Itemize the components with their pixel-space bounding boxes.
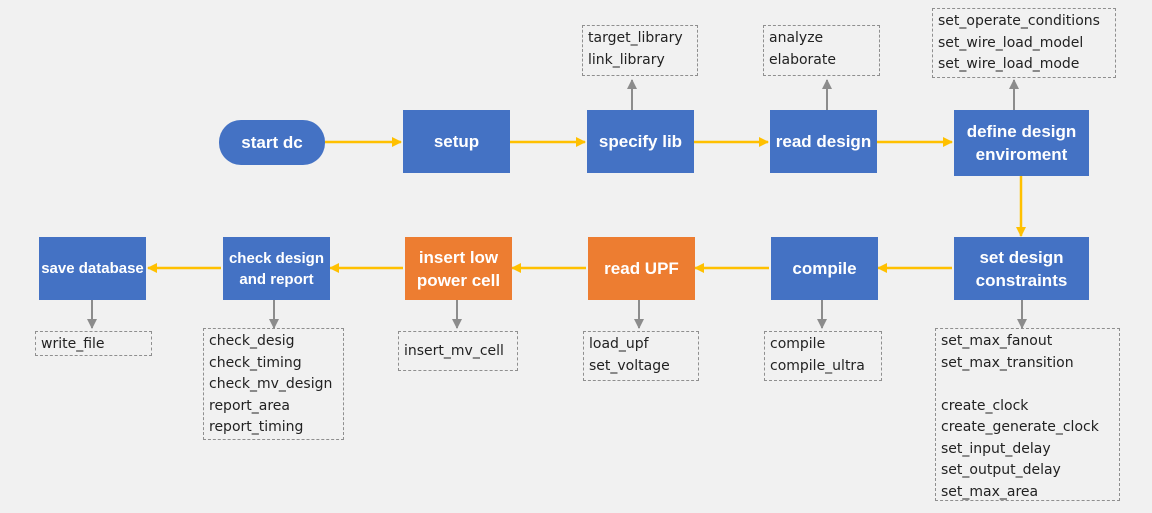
command-item: load_upf — [589, 336, 649, 352]
node-specify-lib: specify lib — [587, 110, 694, 173]
node-set-design-constraints: set design constraints — [954, 237, 1089, 300]
command-item: set_max_transition — [941, 354, 1074, 371]
command-item: write_file — [41, 336, 105, 352]
command-item: set_wire_load_mode — [938, 56, 1080, 72]
command-item: report_area — [209, 397, 290, 414]
command-item: elaborate — [769, 51, 836, 68]
command-item: analyze — [769, 30, 824, 46]
command-item: set_input_delay — [941, 440, 1051, 457]
node-save-database: save database — [39, 237, 146, 300]
command-item: set_output_delay — [941, 462, 1061, 478]
command-item: report_timing — [209, 419, 304, 435]
command-item: check_mv_design — [209, 376, 333, 392]
cmdbox-define-env: set_operate_conditions set_wire_load_mod… — [932, 8, 1116, 78]
command-item — [941, 374, 1113, 396]
command-item: compile_ultra — [770, 357, 865, 374]
command-item: check_timing — [209, 354, 302, 371]
command-item: insert_mv_cell — [404, 343, 504, 359]
node-compile: compile — [771, 237, 878, 300]
command-item: create_generate_clock — [941, 419, 1099, 435]
cmdbox-check-design: check_desig check_timing check_mv_design… — [203, 328, 344, 440]
command-item: set_operate_conditions — [938, 13, 1100, 29]
cmdbox-specify-lib: target_library link_library — [582, 25, 698, 76]
node-setup: setup — [403, 110, 510, 173]
node-read-design: read design — [770, 110, 877, 173]
command-item: link_library — [588, 51, 665, 68]
node-start-dc: start dc — [219, 120, 325, 165]
cmdbox-insert-low-power: insert_mv_cell — [398, 331, 518, 371]
node-check-design-report: check design and report — [223, 237, 330, 300]
cmdbox-read-upf: load_upf set_voltage — [583, 331, 699, 381]
command-item: target_library — [588, 30, 683, 46]
command-item: set_max_fanout — [941, 333, 1053, 349]
command-item: compile — [770, 336, 826, 352]
command-item: check_desig — [209, 333, 295, 349]
cmdbox-compile: compile compile_ultra — [764, 331, 882, 381]
cmdbox-read-design: analyze elaborate — [763, 25, 880, 76]
node-insert-low-power-cell: insert low power cell — [405, 237, 512, 300]
command-item: create_clock — [941, 397, 1029, 414]
node-read-upf: read UPF — [588, 237, 695, 300]
command-item: set_wire_load_model — [938, 34, 1084, 51]
command-item: set_voltage — [589, 357, 670, 374]
command-item: set_max_area — [941, 483, 1039, 500]
cmdbox-save-database: write_file — [35, 331, 152, 356]
node-define-design-environment: define design enviroment — [954, 110, 1089, 176]
cmdbox-set-constraints: set_max_fanout set_max_transition create… — [935, 328, 1120, 501]
